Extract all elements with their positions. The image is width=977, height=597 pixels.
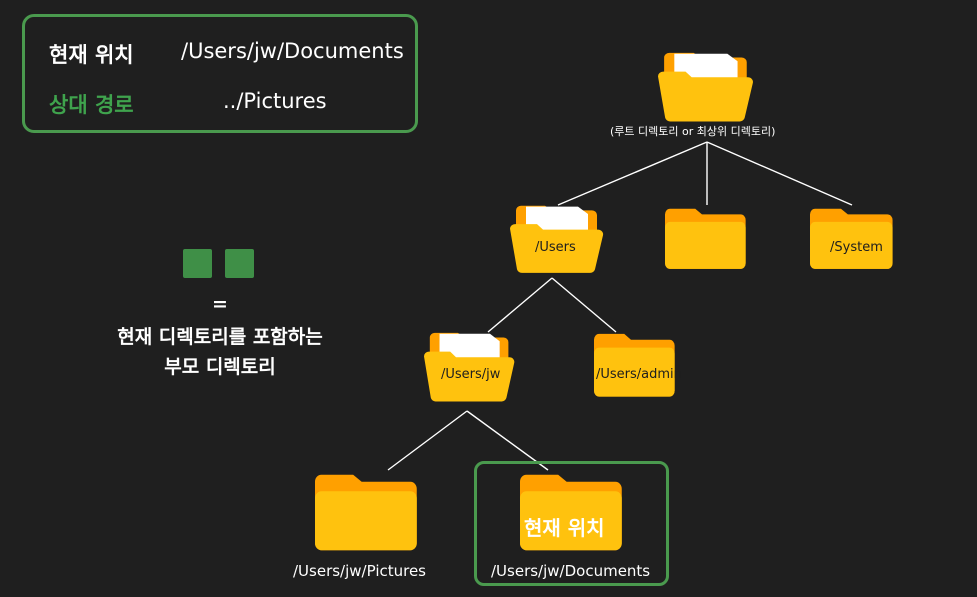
folder-icon <box>594 333 675 397</box>
current-location-key: 현재 위치 <box>49 43 134 67</box>
folder-open-icon <box>658 52 753 122</box>
relative-path-row: 상대 경로 ../Pictures <box>49 89 327 119</box>
relative-path-key: 상대 경로 <box>49 93 134 117</box>
current-location-marker: 현재 위치 <box>524 516 605 540</box>
folder-label-users-admin: /Users/admin <box>596 367 682 382</box>
equals-sign: = <box>212 293 228 315</box>
connector-line <box>487 277 553 333</box>
connector-line <box>387 410 468 471</box>
dot-square <box>225 249 254 278</box>
folder-icon <box>810 208 893 269</box>
legend-line-1: 현재 디렉토리를 포함하는 <box>117 326 323 348</box>
folder-label-users: /Users <box>535 240 576 255</box>
legend-line-2: 부모 디렉토리 <box>164 356 276 378</box>
root-caption: (루트 디렉토리 or 최상위 디렉토리) <box>610 125 776 138</box>
relative-path-value: ../Pictures <box>223 89 327 113</box>
folder-label-system: /System <box>830 240 883 255</box>
current-location-value: /Users/jw/Documents <box>181 39 404 63</box>
tree-connectors <box>387 141 853 471</box>
connector-line <box>557 141 708 206</box>
current-location-highlight <box>474 461 669 586</box>
folder-label-users-jw: /Users/jw <box>441 367 501 382</box>
connector-line <box>551 277 617 333</box>
connector-line <box>706 141 853 206</box>
current-location-row: 현재 위치 /Users/jw/Documents <box>49 39 404 69</box>
connector-line <box>466 410 549 471</box>
folder-icon <box>665 208 746 269</box>
folder-icon <box>315 474 417 551</box>
dot-square <box>183 249 212 278</box>
folder-label-pictures: /Users/jw/Pictures <box>293 562 427 580</box>
info-box: 현재 위치 /Users/jw/Documents 상대 경로 ../Pictu… <box>22 14 418 133</box>
folder-label-documents: /Users/jw/Documents <box>491 562 651 580</box>
